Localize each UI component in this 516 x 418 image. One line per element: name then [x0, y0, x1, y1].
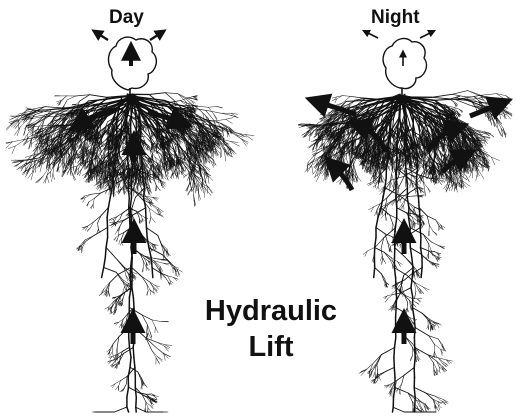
root-segment	[188, 97, 194, 99]
root-segment	[231, 115, 238, 117]
root-segment	[30, 160, 36, 167]
root-segment	[216, 119, 226, 121]
root-segment	[52, 174, 53, 182]
root-segment	[23, 137, 29, 145]
root-segment	[149, 93, 165, 95]
root-segment	[47, 176, 49, 183]
root-segment	[53, 174, 55, 180]
root-segment	[10, 120, 18, 126]
root-segment	[165, 93, 178, 94]
root-segment	[178, 173, 179, 179]
root-segment	[80, 169, 82, 176]
root-segment	[143, 146, 145, 150]
root-segment	[208, 106, 216, 107]
root-segment	[149, 185, 151, 193]
root-segment	[45, 176, 47, 183]
root-segment	[18, 121, 19, 129]
root-segment	[61, 96, 67, 101]
root-segment	[188, 98, 194, 99]
root-segment	[17, 127, 20, 136]
root-segment	[208, 107, 213, 114]
root-segment	[221, 113, 231, 115]
root-segment	[64, 100, 68, 106]
root-segment	[55, 95, 60, 96]
root-segment	[24, 124, 29, 130]
root-segment	[226, 119, 233, 123]
root-segment	[195, 106, 205, 115]
root-segment	[16, 122, 21, 128]
root-segment	[67, 96, 75, 100]
root-segment	[128, 147, 129, 150]
root-segment	[71, 171, 74, 180]
root-segment	[36, 177, 43, 183]
root-segment	[225, 151, 226, 161]
root-segment	[217, 106, 222, 108]
root-segment	[214, 114, 218, 119]
root-segment	[180, 101, 188, 104]
root-segment	[165, 93, 174, 101]
root-segment	[181, 172, 185, 178]
root-segment	[178, 94, 186, 98]
root-segment	[90, 95, 108, 98]
root-segment	[226, 118, 233, 120]
root-segment	[44, 176, 47, 183]
root-segment	[23, 125, 26, 135]
